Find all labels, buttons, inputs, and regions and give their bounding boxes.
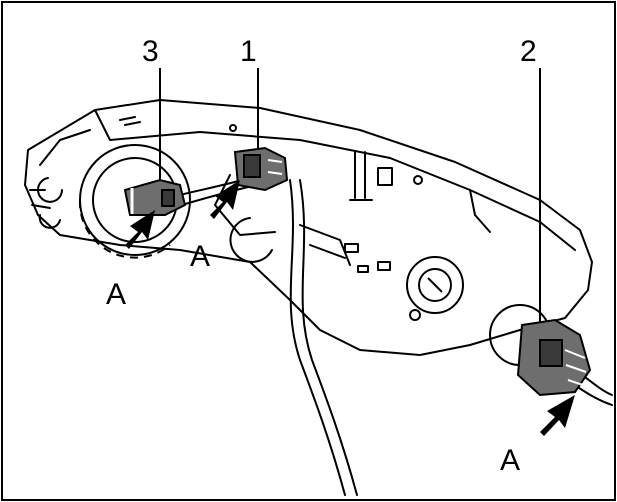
arrow-a-connector-1 [210, 180, 240, 219]
arrow-a-middle-icon [210, 180, 240, 219]
adjuster-socket [406, 256, 464, 314]
callout-arrow-label-a-lower: A [106, 278, 127, 311]
leader-lines [159, 68, 541, 322]
arrow-a-connector-2 [540, 395, 575, 436]
callout-number-2: 2 [520, 35, 537, 68]
arrow-a-right-icon [540, 395, 575, 436]
callout-number-3: 3 [142, 35, 159, 68]
connector-2 [516, 318, 592, 397]
connector-3 [123, 178, 187, 216]
headlamp-housing [24, 99, 593, 356]
arrow-a-connector-3 [125, 210, 155, 249]
connector-1 [233, 146, 289, 192]
callout-arrow-label-a: A [190, 240, 211, 273]
callout-arrow-label-a-right: A [500, 444, 521, 477]
callout-number-1: 1 [240, 35, 257, 68]
arrow-a-left-icon [125, 210, 155, 249]
